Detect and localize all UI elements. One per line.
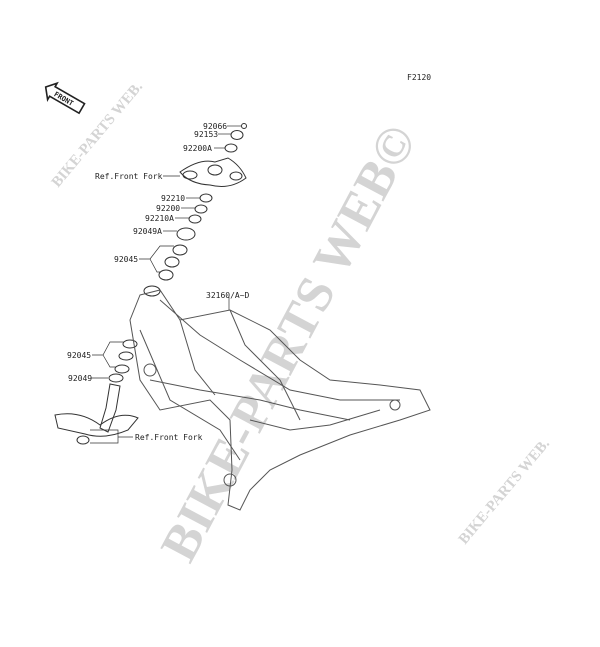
label-92049a[interactable]: 92049A <box>133 227 162 236</box>
label-92200a[interactable]: 92200A <box>183 144 212 153</box>
part-callouts: 92066 92153 92200A Ref.Front Fork 92210 … <box>67 122 250 444</box>
label-92066[interactable]: 92066 <box>203 122 227 131</box>
watermark-large: BIKE-PARTS WEB© <box>150 116 428 570</box>
front-arrow-icon: FRONT <box>44 81 86 115</box>
label-92045-lower[interactable]: 92045 <box>67 351 91 360</box>
label-ref-front-fork-upper[interactable]: Ref.Front Fork <box>95 172 163 181</box>
watermark-small-bottom: BIKE-PARTS WEB. <box>456 436 553 548</box>
diagram-code: F2120 <box>407 73 431 82</box>
label-92045-upper[interactable]: 92045 <box>114 255 138 264</box>
label-92210a[interactable]: 92210A <box>145 214 174 223</box>
label-92210[interactable]: 92210 <box>161 194 185 203</box>
frame-32160 <box>129 289 431 511</box>
label-ref-front-fork-lower[interactable]: Ref.Front Fork <box>135 433 203 442</box>
label-32160[interactable]: 32160/A~D <box>206 291 250 300</box>
label-92200[interactable]: 92200 <box>156 204 180 213</box>
label-92153[interactable]: 92153 <box>194 130 218 139</box>
label-92049[interactable]: 92049 <box>68 374 92 383</box>
